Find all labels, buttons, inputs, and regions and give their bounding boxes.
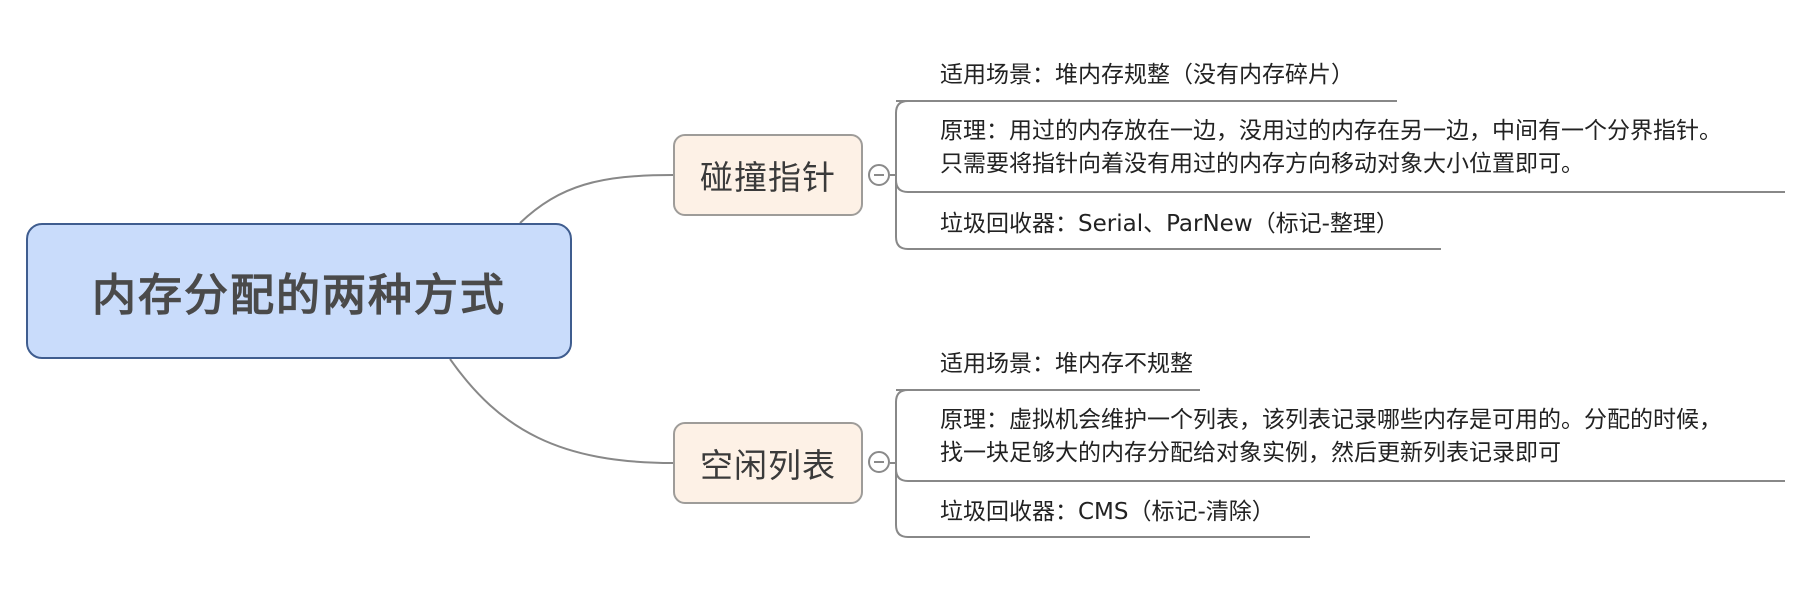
topic-free-list[interactable]: 空闲列表: [673, 422, 863, 504]
detail-applicable-scenario[interactable]: 适用场景：堆内存不规整: [940, 348, 1193, 381]
detail-line: 原理：虚拟机会维护一个列表，该列表记录哪些内存是可用的。分配的时候，: [940, 407, 1722, 433]
root-label: 内存分配的两种方式: [92, 270, 506, 321]
detail-line: 垃圾回收器：CMS（标记-清除）: [940, 499, 1275, 525]
detail-applicable-scenario[interactable]: 适用场景：堆内存规整（没有内存碎片）: [940, 59, 1354, 92]
detail-garbage-collector[interactable]: 垃圾回收器：Serial、ParNew（标记-整理）: [940, 208, 1399, 241]
underline-detail-1-2: [895, 179, 1785, 193]
detail-line: 找一块足够大的内存分配给对象实例，然后更新列表记录即可: [940, 440, 1561, 466]
detail-line: 垃圾回收器：Serial、ParNew（标记-整理）: [940, 211, 1399, 237]
connector-root-topic-2: [449, 358, 674, 464]
topic-label: 空闲列表: [700, 446, 836, 485]
detail-principle[interactable]: 原理：用过的内存放在一边，没用过的内存在另一边，中间有一个分界指针。 只需要将指…: [940, 115, 1722, 181]
detail-garbage-collector[interactable]: 垃圾回收器：CMS（标记-清除）: [940, 496, 1275, 529]
detail-line: 适用场景：堆内存不规整: [940, 351, 1193, 377]
bracket-topic-1: [890, 100, 909, 250]
detail-line: 原理：用过的内存放在一边，没用过的内存在另一边，中间有一个分界指针。: [940, 118, 1722, 144]
detail-principle[interactable]: 原理：虚拟机会维护一个列表，该列表记录哪些内存是可用的。分配的时候， 找一块足够…: [940, 404, 1722, 470]
connector-root-topic-1: [519, 174, 674, 224]
topic-label: 碰撞指针: [700, 158, 836, 197]
detail-line: 只需要将指针向着没有用过的内存方向移动对象大小位置即可。: [940, 151, 1584, 177]
root-node[interactable]: 内存分配的两种方式: [26, 223, 572, 359]
detail-line: 适用场景：堆内存规整（没有内存碎片）: [940, 62, 1354, 88]
topic-bump-pointer[interactable]: 碰撞指针: [673, 134, 863, 216]
underline-detail-2-2: [895, 468, 1785, 482]
bracket-topic-2: [890, 389, 909, 538]
collapse-toggle-icon[interactable]: [868, 164, 890, 186]
collapse-toggle-icon[interactable]: [868, 451, 890, 473]
